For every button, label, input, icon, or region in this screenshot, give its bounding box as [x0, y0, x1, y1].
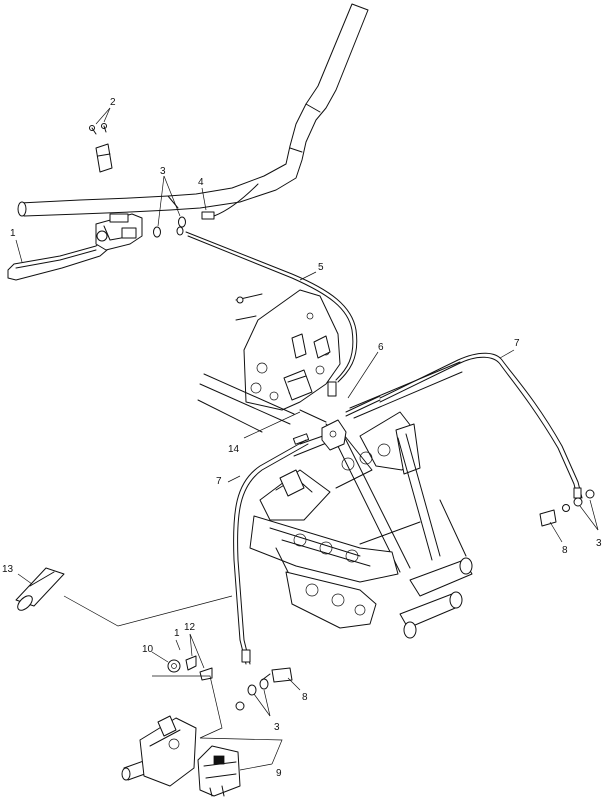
callout-3-right: 3 [596, 538, 602, 549]
callout-1-lower: 1 [174, 628, 180, 639]
callout-1: 1 [10, 228, 16, 239]
spindle-and-caliper [121, 715, 241, 797]
right-banjo-fittings [539, 489, 595, 527]
callout-2: 2 [110, 97, 116, 108]
callout-12: 12 [184, 622, 196, 633]
callout-3-top: 3 [160, 166, 166, 177]
handlebar [17, 3, 369, 217]
callout-8-lower: 8 [302, 692, 308, 703]
brake-line-right [379, 352, 583, 501]
leader-lines [15, 107, 599, 771]
brake-line-left [233, 439, 309, 665]
clamp-and-bolts [89, 123, 113, 173]
callouts: 1 2 3 4 5 6 7 7 3 8 14 13 10 1 12 8 3 9 [2, 97, 602, 779]
brake-junction-block [292, 395, 381, 451]
brake-hose-upper [185, 231, 358, 397]
banjo-washers-top [153, 216, 186, 238]
callout-10: 10 [142, 644, 154, 655]
grip [15, 567, 65, 611]
frame [197, 361, 473, 639]
callout-6: 6 [378, 342, 384, 353]
lower-banjo-fittings [235, 667, 293, 711]
callout-4: 4 [198, 177, 204, 188]
steering-plate [235, 289, 341, 411]
callout-8-right: 8 [562, 545, 568, 556]
callout-7-left: 7 [216, 476, 222, 487]
callout-13: 13 [2, 564, 14, 575]
brake-switch [201, 183, 259, 220]
lower-hardware [167, 655, 213, 681]
callout-9: 9 [276, 768, 282, 779]
brake-lever-assembly [7, 213, 143, 281]
callout-3-lower: 3 [274, 722, 280, 733]
callout-5: 5 [318, 262, 324, 273]
callout-14: 14 [228, 444, 240, 455]
callout-7-right: 7 [514, 338, 520, 349]
